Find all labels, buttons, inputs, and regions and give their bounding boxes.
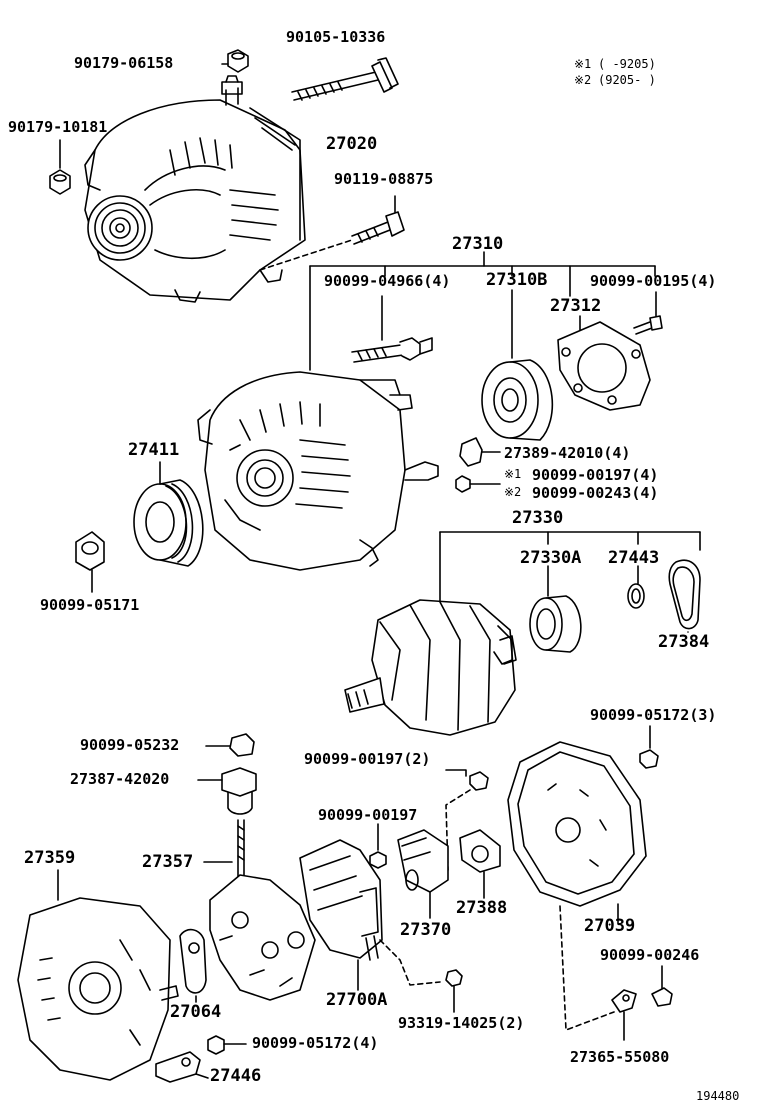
bolt-90099-04966 (351, 295, 433, 363)
alternator-assembly-top (84, 75, 306, 303)
bracket-27330 (439, 531, 701, 621)
alternator-housing-middle (197, 371, 439, 571)
figure-id: 194480 (696, 1089, 740, 1103)
cover-27384 (668, 559, 701, 633)
rectifier-27357 (203, 819, 316, 1001)
pulley-27411 (133, 461, 204, 567)
label-90179-06158: 90179-06158 (74, 54, 174, 72)
bolt-90119-08875 (351, 195, 405, 245)
label-27312: 27312 (550, 296, 602, 316)
label-90099-00197: 90099-00197 (318, 806, 418, 824)
label-note2-mark: ※2 (504, 485, 522, 499)
label-90119-08875: 90119-08875 (334, 170, 434, 188)
label-27388: 27388 (456, 898, 508, 918)
label-27389-42010: 27389-42010(4) (504, 444, 631, 462)
nut-90099-05172-4 (207, 1035, 247, 1055)
bolt-90105-10336 (291, 57, 399, 101)
label-27700a: 27700A (326, 990, 388, 1010)
nut-90099-05171 (75, 531, 105, 593)
label-27330: 27330 (512, 508, 564, 528)
label-90099-05172-4: 90099-05172(4) (252, 1034, 379, 1052)
part-27446 (155, 1051, 209, 1083)
label-90099-00195: 90099-00195(4) (590, 272, 717, 290)
screw-90099-00195 (633, 291, 663, 335)
label-27064: 27064 (170, 1002, 222, 1022)
label-27330a: 27330A (520, 548, 582, 568)
plate-27312 (557, 315, 651, 411)
label-90099-04966: 90099-04966(4) (324, 272, 451, 290)
label-90099-00243: 90099-00243(4) (532, 484, 659, 502)
bearing-27310b (481, 289, 554, 441)
leader-dashed-27700a (379, 939, 441, 986)
label-90179-10181: 90179-10181 (8, 118, 108, 136)
label-27310b: 27310B (486, 270, 548, 290)
label-90099-05171: 90099-05171 (40, 596, 140, 614)
label-27039: 27039 (584, 916, 636, 936)
screw-93319-14025 (445, 969, 463, 1013)
label-27357: 27357 (142, 852, 194, 872)
nut-90179-06158 (221, 49, 249, 73)
label-27370: 27370 (400, 920, 452, 940)
label-90099-00246: 90099-00246 (600, 946, 700, 964)
rotor-27330 (344, 599, 517, 736)
bearing-27330a (529, 565, 582, 653)
terminal-27365-55080 (611, 989, 637, 1041)
note1-mark: ※1 (574, 57, 592, 71)
label-90105-10336: 90105-10336 (286, 28, 386, 46)
screw-90099-00197-00243 (455, 475, 501, 493)
label-90099-00197-4: 90099-00197(4) (532, 466, 659, 484)
bracket-27310 (309, 251, 656, 371)
label-27365-55080: 27365-55080 (570, 1048, 670, 1066)
label-90099-05172-3: 90099-05172(3) (590, 706, 717, 724)
nut-90179-10181 (49, 139, 71, 195)
label-27359: 27359 (24, 848, 76, 868)
label-27446: 27446 (210, 1066, 262, 1086)
screw-90099-00246 (651, 965, 673, 1007)
label-note1-mark: ※1 (504, 467, 522, 481)
brush-holder-27700a (299, 839, 383, 991)
part-27388 (459, 829, 501, 899)
label-27310: 27310 (452, 234, 504, 254)
screw-90099-00197-2 (445, 769, 489, 791)
label-93319-14025: 93319-14025(2) (398, 1014, 525, 1032)
label-27443: 27443 (608, 548, 660, 568)
label-27020: 27020 (326, 134, 378, 154)
bushing-27387-42020 (197, 767, 257, 815)
nut-90099-05172-3 (639, 725, 659, 769)
note2-mark: ※2 (574, 73, 592, 87)
regulator-27370 (397, 829, 449, 919)
note1-range: ( -9205) (598, 57, 656, 71)
label-27387-42020: 27387-42020 (70, 770, 170, 788)
ring-27443 (627, 565, 645, 609)
clip-27389-42010 (459, 437, 501, 467)
leader-dashed-27039 (559, 905, 615, 1031)
gasket-27064 (179, 928, 207, 1003)
label-90099-05232: 90099-05232 (80, 736, 180, 754)
label-90099-00197-2: 90099-00197(2) (304, 750, 431, 768)
end-frame-27359 (17, 869, 179, 1081)
leader-dashed-90119 (259, 239, 353, 271)
rear-cover-27039 (507, 741, 647, 925)
label-27384: 27384 (658, 632, 710, 652)
screw-90099-00197 (369, 823, 387, 869)
nut-90099-05232 (205, 733, 255, 757)
label-27411: 27411 (128, 440, 180, 460)
note2-range: (9205- ) (598, 73, 656, 87)
